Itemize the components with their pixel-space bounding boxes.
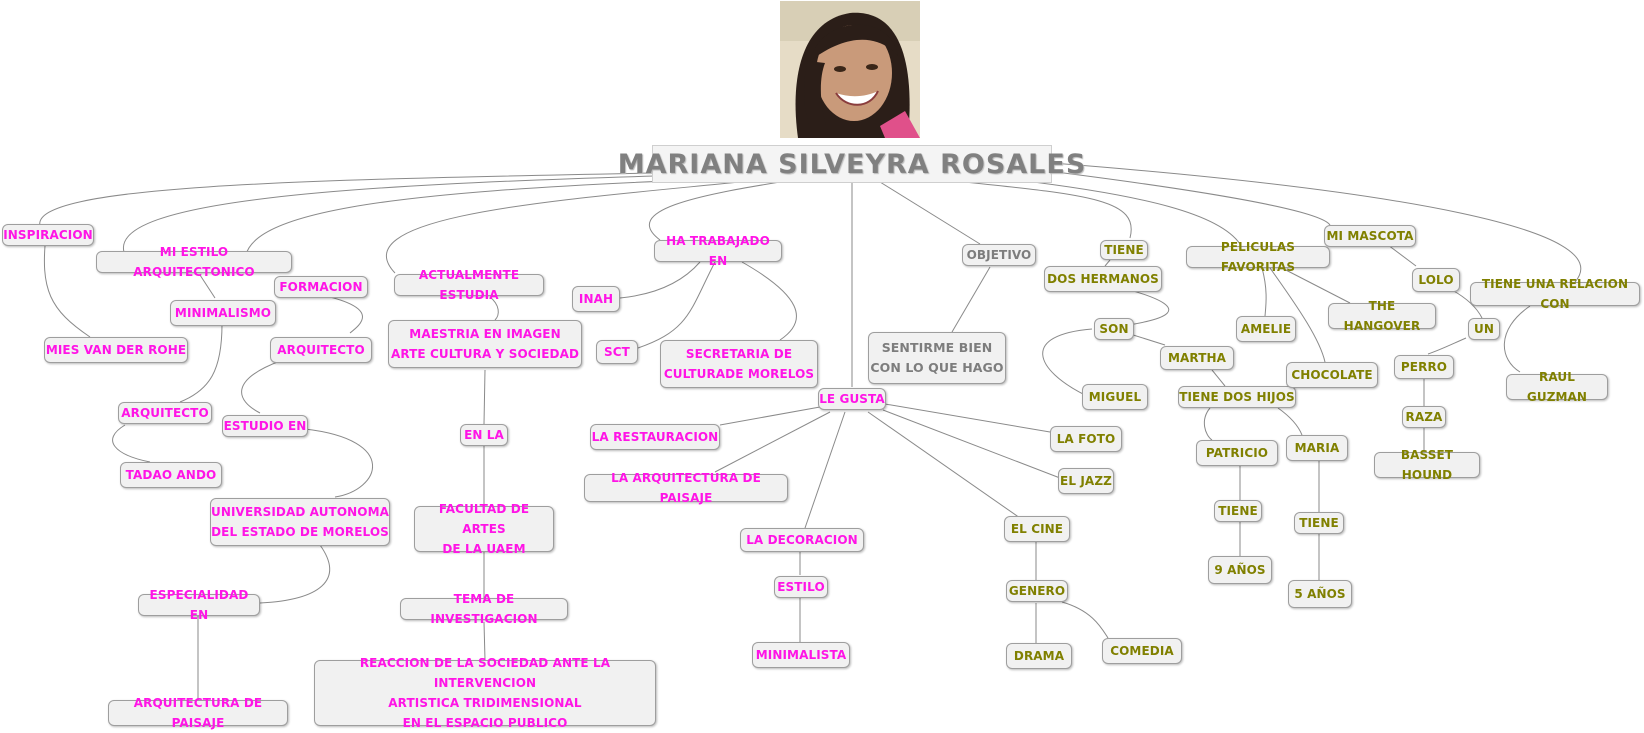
central-topic[interactable]: MARIANA SILVEYRA ROSALES <box>652 145 1052 183</box>
node-mi-estilo-arquitectonico[interactable]: MI ESTILO ARQUITECTONICO <box>96 251 292 273</box>
node-cinco-anos[interactable]: 5 AÑOS <box>1288 580 1352 608</box>
link-legusta-jazz <box>883 410 1060 478</box>
node-la-foto[interactable]: LA FOTO <box>1050 426 1122 452</box>
link-peliculas-chocolate <box>1270 268 1325 362</box>
link-center-tiene <box>965 182 1131 238</box>
link-un-perro <box>1428 338 1466 354</box>
node-raul-guzman[interactable]: RAUL GUZMAN <box>1506 374 1608 400</box>
node-miguel[interactable]: MIGUEL <box>1082 384 1148 410</box>
node-ha-trabajado-en[interactable]: HA TRABAJADO EN <box>654 240 782 262</box>
node-tema-de-investigacion[interactable]: TEMA DE INVESTIGACION <box>400 598 568 620</box>
node-genero[interactable]: GENERO <box>1006 580 1068 602</box>
node-sentirme-bien[interactable]: SENTIRME BIEN CON LO QUE HAGO <box>868 332 1006 384</box>
link-formacion-arquitecto <box>330 297 363 333</box>
node-inspiracion[interactable]: INSPIRACION <box>2 224 94 246</box>
link-legusta-foto <box>885 404 1050 432</box>
node-arquitecto-1[interactable]: ARQUITECTO <box>118 402 212 424</box>
node-actualmente-estudia[interactable]: ACTUALMENTE ESTUDIA <box>394 274 544 296</box>
node-un[interactable]: UN <box>1468 318 1500 340</box>
node-tiene-maria[interactable]: TIENE <box>1294 512 1344 534</box>
link-trabajado-secretaria <box>742 262 796 340</box>
link-estudio-uaem <box>305 429 373 497</box>
node-secretaria-de-cultura[interactable]: SECRETARIA DE CULTURADE MORELOS <box>660 340 818 388</box>
node-uaem[interactable]: UNIVERSIDAD AUTONOMA DEL ESTADO DE MOREL… <box>210 498 390 546</box>
link-hijos-maria <box>1278 408 1302 435</box>
link-mascota-lolo <box>1388 245 1416 266</box>
node-dos-hermanos[interactable]: DOS HERMANOS <box>1044 266 1162 292</box>
node-basset-hound[interactable]: BASSET HOUND <box>1374 452 1480 478</box>
node-reaccion[interactable]: REACCION DE LA SOCIEDAD ANTE LA INTERVEN… <box>314 660 656 726</box>
node-inah[interactable]: INAH <box>572 286 620 312</box>
node-minimalista[interactable]: MINIMALISTA <box>752 642 850 668</box>
profile-photo <box>780 1 920 138</box>
node-la-decoracion[interactable]: LA DECORACION <box>740 528 864 552</box>
node-mi-mascota[interactable]: MI MASCOTA <box>1324 225 1416 247</box>
link-uaem-especialidad <box>260 545 330 603</box>
link-minimalismo-arquitecto <box>180 324 222 402</box>
node-objetivo[interactable]: OBJETIVO <box>962 244 1036 266</box>
node-drama[interactable]: DRAMA <box>1006 643 1072 669</box>
node-facultad-de-artes[interactable]: FACULTAD DE ARTES DE LA UAEM <box>414 506 554 552</box>
link-genero-comedia <box>1062 602 1108 638</box>
node-chocolate[interactable]: CHOCOLATE <box>1286 362 1378 388</box>
node-minimalismo[interactable]: MINIMALISMO <box>170 300 276 326</box>
node-comedia[interactable]: COMEDIA <box>1102 638 1182 664</box>
link-arquitecto-estudio <box>242 361 280 413</box>
link-son-martha <box>1130 334 1165 345</box>
node-en-la[interactable]: EN LA <box>460 424 508 446</box>
link-maestria-enla <box>484 370 485 424</box>
node-especialidad-en[interactable]: ESPECIALIDAD EN <box>138 594 260 616</box>
node-son[interactable]: SON <box>1094 318 1134 340</box>
link-objetivo-sentirme <box>952 267 990 332</box>
link-legusta-restauracion <box>720 407 820 425</box>
node-le-gusta[interactable]: LE GUSTA <box>818 388 886 410</box>
node-martha[interactable]: MARTHA <box>1160 346 1234 370</box>
link-trabajado-sct <box>638 262 715 348</box>
node-maria[interactable]: MARIA <box>1286 435 1348 461</box>
node-formacion[interactable]: FORMACION <box>274 276 368 298</box>
node-lolo[interactable]: LOLO <box>1412 268 1460 292</box>
node-arquitectura-de-paisaje[interactable]: ARQUITECTURA DE PAISAJE <box>108 700 288 726</box>
link-center-objetivo <box>880 182 980 244</box>
node-estudio-en[interactable]: ESTUDIO EN <box>222 415 308 437</box>
node-estilo[interactable]: ESTILO <box>774 576 828 598</box>
link-center-peliculas <box>1000 178 1240 244</box>
link-hijos-patricio <box>1204 408 1212 440</box>
node-the-hangover[interactable]: THE HANGOVER <box>1328 303 1436 329</box>
link-center-inspiracion <box>40 173 652 226</box>
link-legusta-cine <box>868 412 1020 518</box>
link-hermanos-son <box>1128 290 1169 325</box>
node-amelie[interactable]: AMELIE <box>1236 316 1296 342</box>
link-legusta-decoracion <box>805 412 845 528</box>
node-el-jazz[interactable]: EL JAZZ <box>1058 468 1114 494</box>
node-peliculas-favoritas[interactable]: PELICULAS FAVORITAS <box>1186 246 1330 268</box>
node-la-restauracion[interactable]: LA RESTAURACION <box>590 424 720 450</box>
node-tiene-una-relacion-con[interactable]: TIENE UNA RELACION CON <box>1470 282 1640 306</box>
node-maestria[interactable]: MAESTRIA EN IMAGEN ARTE CULTURA Y SOCIED… <box>388 320 582 368</box>
node-tiene-patricio[interactable]: TIENE <box>1214 500 1262 522</box>
node-raza[interactable]: RAZA <box>1402 406 1446 428</box>
node-tiene-dos-hijos[interactable]: TIENE DOS HIJOS <box>1178 386 1296 408</box>
link-relacion-raul <box>1504 306 1530 372</box>
node-tadao-ando[interactable]: TADAO ANDO <box>120 462 222 488</box>
node-mies-van-der-rohe[interactable]: MIES VAN DER ROHE <box>44 337 188 363</box>
link-martha-hijos <box>1212 370 1225 386</box>
link-legusta-arqpaisaje <box>715 412 830 472</box>
link-inspiracion-mies <box>44 235 90 337</box>
node-la-arquitectura-de-paisaje[interactable]: LA ARQUITECTURA DE PAISAJE <box>584 474 788 502</box>
node-patricio[interactable]: PATRICIO <box>1196 440 1278 466</box>
link-arquitecto-tadao <box>113 425 150 462</box>
node-arquitecto-2[interactable]: ARQUITECTO <box>270 337 372 363</box>
node-tiene[interactable]: TIENE <box>1100 240 1148 260</box>
node-el-cine[interactable]: EL CINE <box>1004 516 1070 542</box>
node-perro[interactable]: PERRO <box>1394 355 1454 379</box>
node-sct[interactable]: SCT <box>596 340 638 364</box>
node-nueve-anos[interactable]: 9 AÑOS <box>1208 556 1272 584</box>
